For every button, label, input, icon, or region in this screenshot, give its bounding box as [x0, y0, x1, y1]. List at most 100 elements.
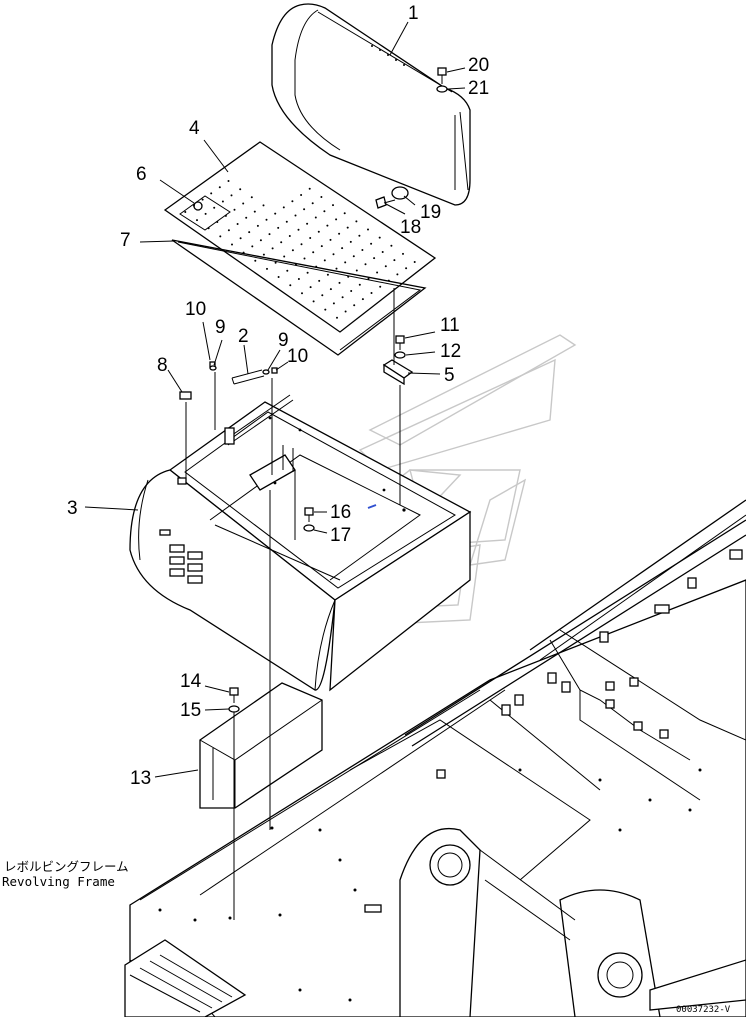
perforation-dot: [341, 296, 344, 299]
callout-15: 15: [180, 700, 201, 721]
revolving-frame: [124, 499, 746, 1017]
perforation-dot: [336, 316, 338, 319]
perforation-dot: [271, 247, 274, 250]
part-6-plug: [193, 201, 203, 211]
washer-12: [394, 351, 406, 359]
perforation-dot: [242, 202, 245, 205]
perforation-dot: [219, 235, 222, 238]
perforation-dot: [300, 243, 303, 246]
perforation-dot: [254, 259, 257, 262]
perforation-dot: [312, 300, 315, 303]
callout-21: 21: [468, 78, 489, 99]
part-3-box: [129, 394, 472, 692]
callout-8: 8: [157, 355, 168, 376]
callout-17: 17: [330, 525, 351, 546]
perforation-dot: [373, 257, 376, 260]
perforation-dot: [314, 216, 317, 219]
perforation-dot: [253, 210, 256, 213]
perforation-dot: [405, 267, 408, 270]
perforation-dot: [184, 211, 187, 213]
perforation-dot: [318, 279, 321, 282]
perforation-dot: [218, 186, 221, 189]
perforation-dot: [344, 261, 347, 264]
perforation-dot: [361, 249, 364, 251]
callout-16: 16: [330, 502, 351, 523]
perforation-dot: [370, 292, 373, 294]
perforation-dot: [204, 212, 207, 215]
perforation-dot: [361, 298, 364, 301]
callout-20: 20: [468, 55, 489, 76]
frame-blocks: [364, 549, 743, 913]
perforation-dot: [283, 255, 286, 258]
perforation-dot: [311, 202, 314, 205]
perforation-dot: [301, 292, 303, 295]
part-2-bracket: [231, 369, 265, 385]
perforation-dot: [346, 226, 349, 229]
perforation-dot: [338, 232, 341, 235]
perforation-dot: [280, 241, 283, 244]
perforation-dot: [262, 253, 265, 256]
perforation-dot: [266, 267, 268, 270]
perforation-dot: [317, 230, 320, 233]
perforation-dot: [413, 261, 416, 263]
perforation-dot: [250, 196, 253, 199]
perforation-dot: [216, 221, 219, 223]
perforation-dot: [256, 224, 259, 227]
perforation-dot: [239, 188, 242, 191]
perforation-dot: [274, 261, 277, 264]
callout-11: 11: [440, 315, 460, 336]
perforation-dot: [294, 214, 297, 217]
perforation-dot: [213, 206, 216, 209]
washer-17: [303, 524, 315, 532]
callout-labels: 1 2 3 4 5 6 7 8 9 9 10 10 11 12 13 14 15…: [67, 3, 489, 789]
frame-holes: [158, 768, 702, 1002]
perforation-dot: [320, 245, 323, 248]
callout-2: 2: [238, 326, 249, 347]
perforation-dot: [393, 259, 396, 262]
callout-10a: 10: [185, 299, 206, 320]
perforation-dot: [343, 212, 346, 215]
perforation-dot: [326, 224, 329, 227]
perforation-dot: [268, 233, 271, 236]
perforation-dot: [358, 234, 361, 237]
perforation-dot: [291, 200, 294, 203]
perforation-dot: [248, 231, 251, 234]
perforation-dot: [376, 271, 379, 274]
bolt-16: [304, 507, 314, 522]
perforation-dot: [306, 222, 309, 225]
perforation-dot: [378, 236, 381, 239]
perforation-dot: [323, 259, 326, 262]
perforation-dot: [344, 310, 347, 313]
callout-7: 7: [120, 230, 131, 251]
leader-lines: [84, 21, 466, 778]
perforation-dot: [297, 278, 300, 280]
perforation-dot: [277, 226, 280, 229]
callout-18: 18: [400, 217, 421, 238]
perforation-dot: [192, 204, 195, 207]
perforation-dot: [338, 281, 341, 284]
perforation-dot: [323, 210, 326, 213]
bolt-14: [229, 687, 239, 703]
perforation-dot: [227, 229, 230, 232]
bolt-11: [395, 335, 405, 350]
callout-9b: 9: [278, 330, 289, 351]
perforation-dot: [312, 251, 315, 254]
perforation-dot: [321, 294, 324, 297]
perforation-dot: [262, 204, 265, 207]
perforation-dot: [265, 218, 268, 221]
part-8-block: [179, 391, 192, 400]
perforation-dot: [332, 302, 335, 305]
part-1-cover: [271, 3, 471, 206]
callout-14: 14: [180, 671, 202, 692]
washer-9b: [262, 369, 270, 375]
perforation-dot: [233, 208, 236, 211]
perforation-dot: [324, 308, 327, 311]
perforation-dot: [381, 251, 384, 253]
perforation-dot: [288, 235, 291, 237]
perforation-dot: [231, 243, 233, 246]
accent-mark: [367, 504, 377, 509]
box-vents: [159, 529, 203, 584]
callout-12: 12: [440, 341, 461, 362]
callout-9a: 9: [215, 317, 226, 338]
